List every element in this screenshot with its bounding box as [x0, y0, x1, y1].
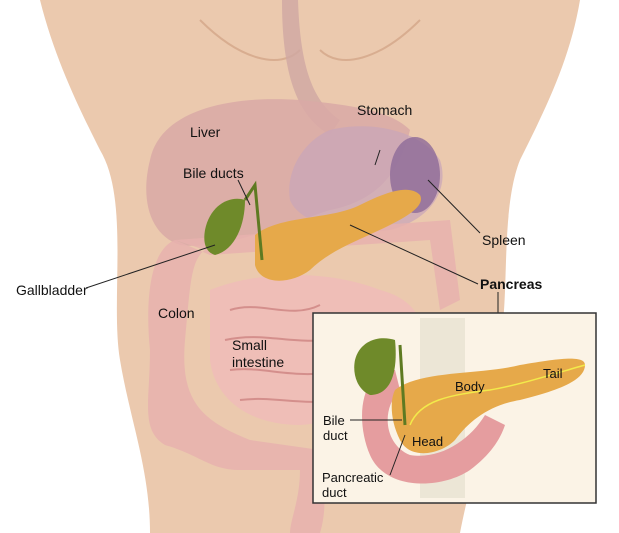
label-stomach: Stomach: [357, 102, 412, 118]
label-pancreas: Pancreas: [480, 276, 542, 292]
label-small-intestine-2: intestine: [232, 354, 284, 370]
label-bile-duct-1: Bile: [323, 413, 345, 428]
label-liver: Liver: [190, 124, 221, 140]
gallbladder: [204, 198, 245, 255]
colon: [148, 220, 460, 533]
label-spleen: Spleen: [482, 232, 526, 248]
esophagus: [282, 0, 340, 135]
label-pancreatic-duct-1: Pancreatic: [322, 470, 384, 485]
label-pancreatic-duct-2: duct: [322, 485, 347, 500]
label-bile-duct-2: duct: [323, 428, 348, 443]
label-head: Head: [412, 434, 443, 449]
inset-gallbladder: [354, 338, 396, 395]
label-colon: Colon: [158, 305, 195, 321]
label-body: Body: [455, 379, 485, 394]
label-tail: Tail: [543, 366, 563, 381]
label-gallbladder: Gallbladder: [16, 282, 88, 298]
label-small-intestine-1: Small: [232, 337, 267, 353]
pancreas: [255, 189, 421, 281]
label-bile-ducts: Bile ducts: [183, 165, 244, 181]
inset-pancreas: [391, 358, 585, 454]
